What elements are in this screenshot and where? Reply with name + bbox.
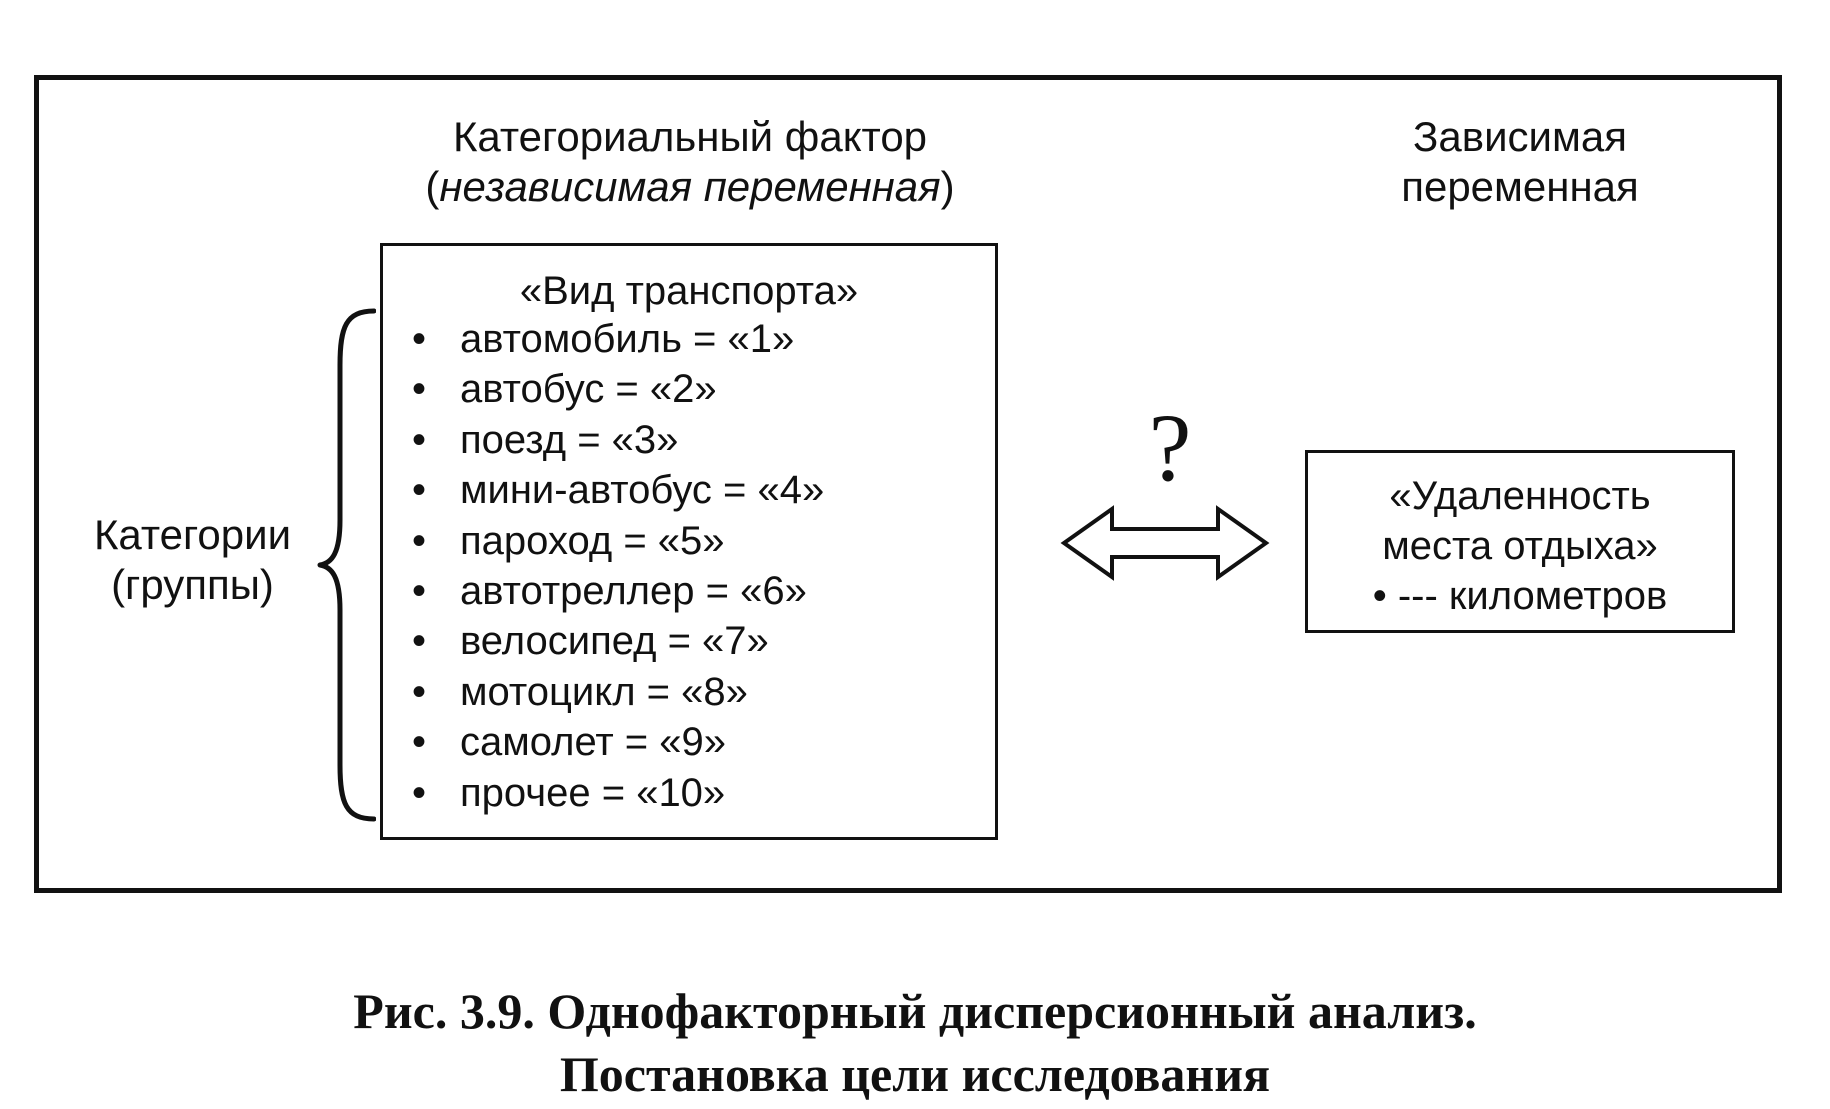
factor-box-title: «Вид транспорта» [519,269,859,313]
dependent-heading: Зависимая переменная [1310,112,1730,212]
category-label: автомобиль = «1» [460,317,795,361]
category-label: пароход = «5» [460,518,725,563]
bullet: • [411,720,426,765]
bullet: • [411,518,426,563]
category-label: прочее = «10» [460,770,726,815]
dependent-box-line1: «Удаленность [1389,474,1651,518]
bullet: • [411,417,426,462]
category-label: самолет = «9» [460,720,727,765]
bullet: • [411,317,426,361]
curly-brace-icon [317,308,376,822]
factor-heading-italic: независимая переменная [439,163,941,210]
category-label: поезд = «3» [460,417,679,462]
bullet: • [411,468,426,513]
groups-label: Категории (группы) [70,510,315,610]
dependent-box-line2: места отдыха» [1382,524,1658,568]
category-label: велосипед = «7» [460,619,769,664]
dependent-heading-line1: Зависимая [1413,113,1627,160]
groups-label-line2: (группы) [111,561,274,608]
double-headed-arrow-icon [1060,505,1270,581]
question-mark: ? [1148,394,1192,501]
factor-heading-line2: (независимая переменная) [350,162,1030,212]
bullet: • [411,669,426,714]
caption-line1: Рис. 3.9. Однофакторный дисперсионный ан… [353,983,1477,1039]
dependent-box-line3: • --- километров [1372,574,1668,618]
dependent-heading-line2: переменная [1401,163,1639,210]
paren-open: ( [425,163,440,210]
factor-heading: Категориальный фактор (независимая перем… [350,112,1030,212]
factor-box: «Вид транспорта» • автомобиль = «1» • авто… [380,243,998,840]
category-label: автотреллер = «6» [460,568,807,613]
diagram-frame [34,75,1782,893]
bullet: • [411,367,426,412]
bullet: • [411,770,426,815]
bullet: • [411,619,426,664]
category-label: мини-автобус = «4» [460,468,825,513]
figure-caption: Рис. 3.9. Однофакторный дисперсионный ан… [0,980,1830,1106]
category-label: автобус = «2» [460,367,717,412]
factor-heading-line1: Категориальный фактор [452,113,928,160]
bullet: • [411,568,426,613]
dependent-box: «Удаленность места отдыха» • --- километ… [1305,450,1735,633]
paren-close: ) [940,163,955,210]
caption-line2: Постановка цели исследования [559,1046,1271,1102]
category-label: мотоцикл = «8» [460,669,748,714]
groups-label-line1: Категории [93,511,292,558]
